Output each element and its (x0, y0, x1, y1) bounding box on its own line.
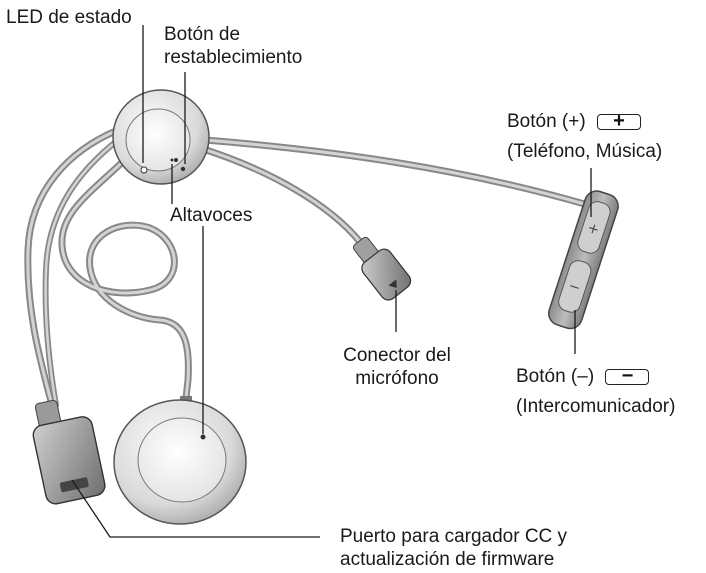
port-leader (71, 479, 320, 538)
plus-button-label: Botón (+) + (507, 110, 641, 133)
leader-lines (71, 25, 592, 538)
mic-label-line1: Conector del (343, 345, 451, 366)
reset-label-line1: Botón de (164, 24, 241, 45)
minus-key-icon: − (605, 365, 650, 387)
led-label: LED de estado (6, 7, 132, 28)
reset-button-dot (180, 166, 186, 172)
minus-function-label: (Intercomunicador) (516, 396, 676, 417)
plus-key-icon: + (596, 110, 641, 132)
main-speaker-unit (112, 89, 210, 185)
speakers-label: Altavoces (170, 205, 253, 226)
charging-connector (32, 399, 106, 505)
reset-label: Botón de restablecimiento (164, 23, 302, 69)
port-label-line2: actualización de firmware (340, 549, 555, 570)
port-label-line1: Puerto para cargador CC y (340, 526, 568, 547)
port-label: Puerto para cargador CC y actualización … (340, 525, 567, 571)
mic-connector-label: Conector del micrófono (327, 344, 467, 390)
reset-label-line2: restablecimiento (164, 47, 303, 68)
svg-text:−: − (566, 278, 582, 297)
svg-text:+: + (585, 220, 601, 239)
second-speaker (113, 396, 247, 525)
cables (24, 126, 592, 409)
mic-label-line2: micrófono (355, 368, 439, 389)
status-led-dot (140, 166, 148, 174)
minus-label-line1: Botón (–) (516, 366, 595, 387)
plus-function-label: (Teléfono, Música) (507, 141, 663, 162)
microphone-connector (352, 236, 412, 301)
speaker-center-dot (170, 158, 174, 162)
minus-button-label: Botón (–) − (516, 365, 650, 388)
remote-control: + − (548, 190, 619, 330)
plus-label-line1: Botón (+) (507, 111, 586, 132)
